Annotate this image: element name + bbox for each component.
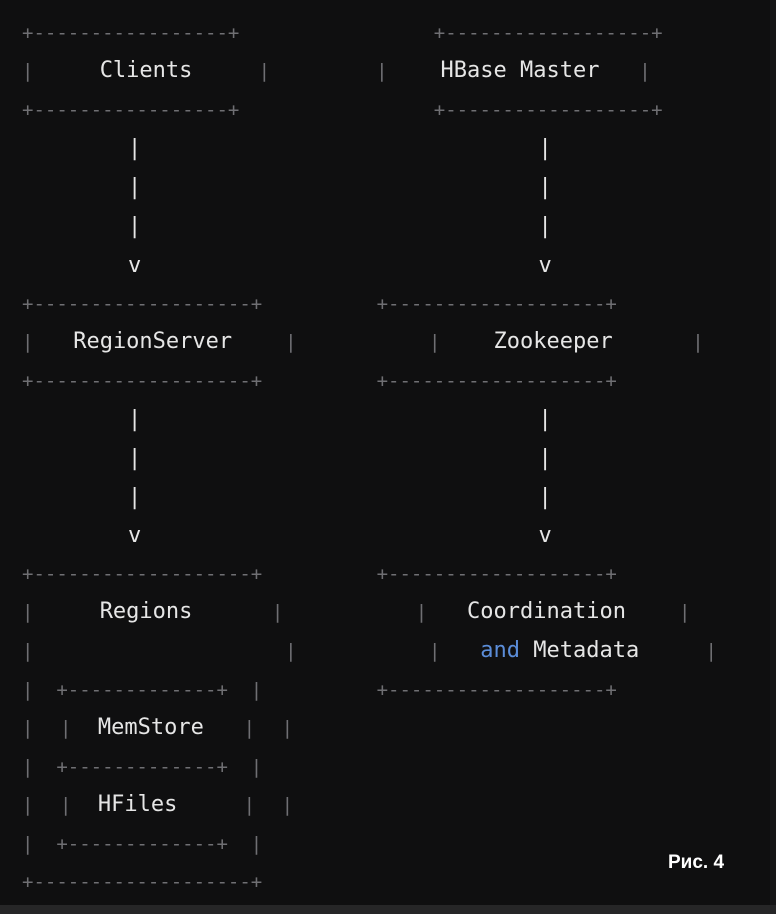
box-edge: |: [429, 331, 441, 353]
row-top-boxes: | Clients | | HBase Master |: [22, 58, 651, 84]
regions-node: Regions: [99, 599, 193, 624]
top-boxes-bottom-border: +-----------------+ +------------------+: [22, 99, 663, 121]
box-edge: |: [22, 640, 34, 662]
inner-boxes-bottom: | +-------------+ |: [22, 833, 263, 855]
regions-box-bottom-border: +-------------------+: [22, 871, 263, 893]
arrow-line: | |: [22, 407, 552, 432]
arrow-line: | |: [22, 485, 552, 510]
row-mid-boxes: | RegionServer | | Zookeeper |: [22, 329, 704, 355]
arrow-line: | |: [22, 446, 552, 471]
bottom-edge-strip: [0, 905, 776, 914]
zookeeper-node: Zookeeper: [493, 329, 613, 354]
inner-boxes-divider: | +-------------+ |: [22, 756, 263, 778]
figure-label: Рис. 4: [668, 852, 725, 873]
box-edge: |: [705, 640, 717, 662]
box-edge: |: [281, 717, 294, 739]
arrow-heads: v v: [22, 253, 552, 278]
box-edge: |: [678, 601, 691, 623]
row-hfiles: | | HFiles | |: [22, 792, 293, 818]
region-server-node: RegionServer: [73, 329, 233, 354]
and-keyword: and: [480, 638, 520, 663]
box-edge: |: [429, 640, 441, 662]
box-edge: |: [22, 601, 34, 623]
metadata-label: Metadata: [533, 638, 640, 663]
box-edge: |: [271, 601, 284, 623]
arrow-line: | |: [22, 175, 552, 200]
box-edge: |: [258, 60, 271, 82]
right-edge-strip: [770, 0, 776, 914]
hfiles-node: HFiles: [97, 792, 178, 817]
box-edge: |: [692, 331, 704, 353]
row-regions: | Regions | | Coordination |: [22, 599, 690, 625]
clients-node: Clients: [99, 58, 193, 83]
memstore-node: MemStore: [97, 715, 204, 740]
box-edge: |: [22, 331, 34, 353]
hbase-master-node: HBase Master: [440, 58, 600, 83]
box-edge: |: [243, 794, 256, 816]
mid-boxes-top-border: +-------------------+ +-----------------…: [22, 293, 617, 315]
box-edge: |: [22, 717, 34, 739]
box-edge: |: [639, 60, 651, 82]
arrow-line: | |: [22, 136, 552, 161]
arrow-line: | |: [22, 214, 552, 239]
bottom-boxes-top-border: +-------------------+ +-----------------…: [22, 563, 617, 585]
box-edge: |: [376, 60, 388, 82]
box-edge: |: [281, 794, 294, 816]
box-edge: |: [22, 60, 34, 82]
box-edge: |: [22, 794, 34, 816]
box-edge: |: [285, 331, 297, 353]
clients-box-top-border: +-----------------+ +------------------+: [22, 22, 663, 44]
coordination-label: Coordination: [467, 599, 626, 624]
row-memstore: | | MemStore | |: [22, 715, 293, 741]
mid-boxes-bottom-border: +-------------------+ +-----------------…: [22, 370, 617, 392]
arrow-heads: v v: [22, 523, 552, 548]
box-edge: |: [59, 794, 72, 816]
box-edge: |: [285, 640, 297, 662]
box-edge: |: [243, 717, 256, 739]
row-metadata: | | | and Metadata |: [22, 638, 717, 664]
box-edge: |: [415, 601, 428, 623]
box-edge: |: [59, 717, 72, 739]
inner-boxes-top: | +-------------+ | +-------------------…: [22, 679, 617, 701]
